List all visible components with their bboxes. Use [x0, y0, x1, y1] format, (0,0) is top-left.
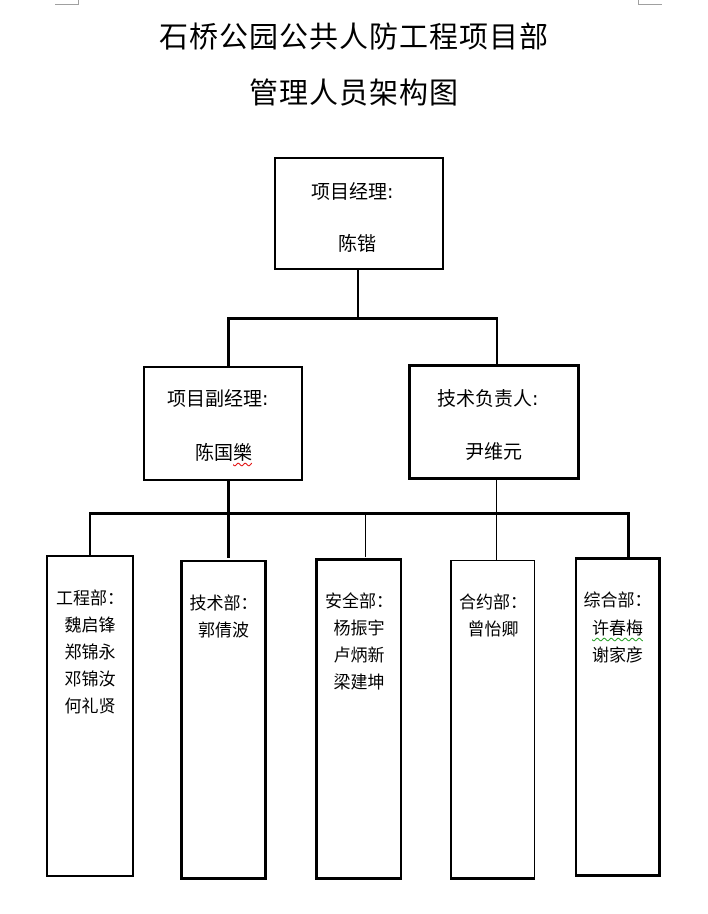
technical-lead-name: 尹维元 — [465, 441, 523, 463]
department-name: 工程部： — [56, 589, 124, 609]
deputy-manager-name-part: 陈国 — [195, 442, 234, 464]
project-manager-role: 项目经理: — [311, 181, 394, 203]
page-corner-mark-right — [638, 0, 662, 5]
department-members: 杨振宇 卢炳新 梁建坤 — [318, 616, 400, 697]
project-manager-name: 陈锴 — [338, 233, 377, 255]
connector-top-vertical — [357, 270, 359, 318]
deputy-manager-box: 项目副经理: 陈国樂 — [143, 366, 303, 481]
deputy-manager-role: 项目副经理: — [167, 388, 269, 410]
member-name: 杨振宇 — [333, 619, 385, 639]
department-members: 郭倩波 — [183, 618, 264, 645]
member-name: 何礼贤 — [64, 697, 116, 717]
member-name: 卢炳新 — [333, 646, 385, 666]
department-box-safety: 安全部： 杨振宇 卢炳新 梁建坤 — [315, 558, 402, 880]
technical-lead-box: 技术负责人: 尹维元 — [408, 364, 580, 480]
spellcheck-flagged-char: 樂 — [233, 442, 253, 464]
connector-to-deputy — [227, 317, 230, 367]
page-corner-mark-left — [55, 0, 79, 5]
spellcheck-flagged-name: 许春梅 — [592, 619, 643, 639]
member-name: 魏启锋 — [64, 616, 116, 636]
department-name: 综合部： — [583, 591, 652, 611]
connector-deputy-down — [227, 480, 230, 558]
member-name: 郭倩波 — [198, 621, 249, 641]
member-name: 曾怡卿 — [467, 620, 519, 640]
connector-to-technical-lead — [496, 317, 498, 367]
department-box-technical: 技术部： 郭倩波 — [180, 560, 267, 880]
department-box-admin: 综合部： 许春梅 谢家彦 — [575, 557, 661, 877]
project-manager-box: 项目经理: 陈锴 — [274, 157, 444, 270]
department-box-contracts: 合约部： 曾怡卿 — [450, 560, 535, 880]
department-name: 技术部： — [189, 594, 258, 614]
department-members: 许春梅 谢家彦 — [577, 616, 658, 670]
document-title: 石桥公园公共人防工程项目部 — [158, 20, 549, 54]
connector-techlead-down — [496, 480, 497, 560]
deputy-manager-name: 陈国樂 — [195, 438, 252, 465]
connector-dept-engineering — [89, 512, 91, 557]
connector-level1-horizontal — [227, 317, 498, 320]
technical-lead-role: 技术负责人: — [437, 388, 539, 410]
document-subtitle: 管理人员架构图 — [248, 76, 459, 110]
member-name: 邓锦汝 — [64, 670, 116, 690]
department-members: 曾怡卿 — [452, 617, 534, 644]
department-name: 安全部： — [325, 592, 393, 612]
connector-dept-safety — [365, 512, 366, 557]
member-name-flagged: 许春梅 — [577, 616, 658, 643]
member-name: 谢家彦 — [592, 646, 643, 666]
connector-level2-horizontal — [89, 512, 630, 515]
member-name: 郑锦永 — [64, 643, 116, 663]
connector-dept-admin — [627, 512, 630, 558]
department-members: 魏启锋 郑锦永 邓锦汝 何礼贤 — [48, 613, 132, 721]
department-box-engineering: 工程部： 魏启锋 郑锦永 邓锦汝 何礼贤 — [46, 555, 134, 877]
member-name: 梁建坤 — [333, 673, 385, 693]
department-name: 合约部： — [459, 593, 527, 613]
